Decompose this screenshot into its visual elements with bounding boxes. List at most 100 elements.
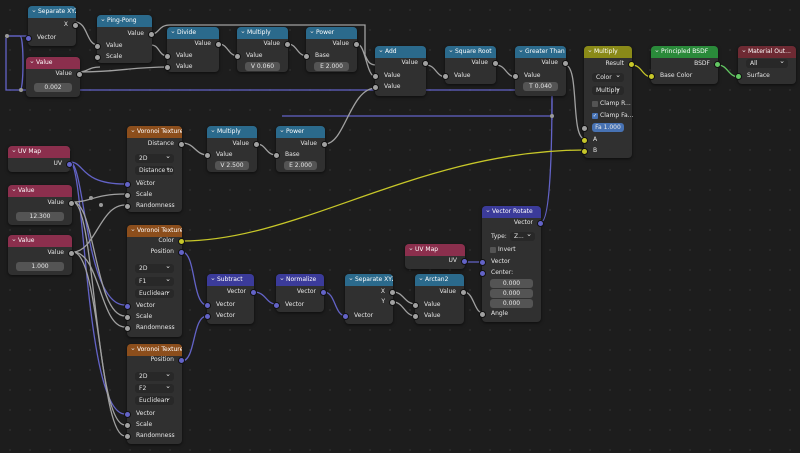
output-socket[interactable] [148, 31, 155, 38]
node-divide[interactable]: Divide Value Value Value [164, 27, 222, 72]
node-add[interactable]: Add Value Value Value [372, 46, 429, 96]
input-socket[interactable] [303, 53, 310, 60]
node-value[interactable]: Value Value 1.000 [8, 235, 75, 275]
output-socket[interactable] [76, 71, 83, 78]
center-z-field[interactable]: 0.000 [490, 299, 533, 308]
input-socket[interactable] [479, 259, 486, 266]
node-arctan2[interactable]: Arctan2 Value Value Value [412, 274, 467, 324]
input-socket[interactable] [124, 303, 131, 310]
factor-field[interactable]: Fa 1.000 [592, 123, 624, 132]
output-socket[interactable] [714, 61, 721, 68]
value-field[interactable]: E 2.000 [314, 62, 349, 71]
target-dropdown[interactable]: All [746, 57, 788, 68]
input-socket[interactable] [124, 422, 131, 429]
node-voronoi-texture[interactable]: Voronoi Texture Color Position 2D F1 Euc… [124, 225, 185, 337]
input-socket[interactable] [372, 73, 379, 80]
feature-dropdown[interactable]: F1 [135, 275, 174, 286]
input-socket[interactable] [442, 73, 449, 80]
reroute-dot[interactable] [550, 114, 554, 118]
value-field[interactable]: V 2.500 [215, 161, 249, 170]
node-normalize[interactable]: Normalize Vector Vector [273, 274, 327, 312]
input-socket[interactable] [124, 325, 131, 332]
input-socket[interactable] [124, 314, 131, 321]
reroute-dot[interactable] [89, 196, 93, 200]
node-power[interactable]: Power Value Base E 2.000 [273, 126, 328, 172]
node-power[interactable]: Power Value Base E 2.000 [303, 27, 360, 72]
dimensions-dropdown[interactable]: 2D [135, 262, 174, 273]
output-socket[interactable] [250, 289, 257, 296]
checkbox-icon[interactable] [490, 246, 496, 253]
checkmark-icon[interactable]: ✓ [592, 112, 598, 119]
node-value[interactable]: Value Value 0.002 [26, 57, 83, 97]
output-socket[interactable] [628, 61, 635, 68]
output-socket[interactable] [178, 357, 185, 364]
output-socket[interactable] [492, 60, 499, 67]
node-separate-xyz[interactable]: Separate XYZ X Vector [25, 6, 79, 46]
output-socket[interactable] [72, 22, 79, 29]
output-socket[interactable] [178, 249, 185, 256]
distance-dropdown[interactable]: Euclidean [135, 394, 174, 405]
node-principled-bsdf[interactable]: Principled BSDF BSDF Base Color [648, 46, 721, 84]
input-socket[interactable] [164, 64, 171, 71]
type-dropdown[interactable]: Z... [510, 230, 535, 241]
input-socket[interactable] [124, 433, 131, 440]
data-type-dropdown[interactable]: Color [592, 71, 624, 82]
output-socket[interactable] [178, 141, 185, 148]
output-socket[interactable] [215, 41, 222, 48]
node-multiply[interactable]: Multiply Value Value V 0.060 [234, 27, 291, 72]
dimensions-dropdown[interactable]: 2D [135, 152, 174, 163]
output-socket[interactable] [253, 141, 260, 148]
input-socket[interactable] [94, 54, 101, 61]
node-subtract[interactable]: Subtract Vector Vector Vector [204, 274, 257, 324]
dimensions-dropdown[interactable]: 2D [135, 370, 174, 381]
input-socket[interactable] [479, 311, 486, 318]
output-socket[interactable] [422, 60, 429, 67]
output-socket[interactable] [284, 41, 291, 48]
input-socket[interactable] [204, 152, 211, 159]
checkbox-icon[interactable] [592, 100, 598, 107]
output-socket[interactable] [66, 161, 73, 168]
input-socket[interactable] [204, 302, 211, 309]
input-socket[interactable] [94, 43, 101, 50]
input-socket[interactable] [273, 302, 280, 309]
reroute-dot[interactable] [99, 203, 103, 207]
node-separate-xyz[interactable]: Separate XYZ X Y Vector [342, 274, 396, 324]
reroute-dot[interactable] [19, 88, 23, 92]
value-field[interactable]: 0.002 [34, 83, 72, 92]
input-socket[interactable] [412, 313, 419, 320]
input-socket[interactable] [581, 125, 588, 132]
node-greater-than[interactable]: Greater Than Value Value T 0.040 [512, 46, 569, 96]
input-socket[interactable] [234, 53, 241, 60]
node-ping-pong[interactable]: Ping-Pong Value Value Scale [94, 15, 155, 63]
input-socket[interactable] [124, 192, 131, 199]
input-socket[interactable] [204, 313, 211, 320]
output-socket[interactable] [461, 258, 468, 265]
input-socket[interactable] [164, 53, 171, 60]
output-socket[interactable] [537, 220, 544, 227]
node-voronoi-texture[interactable]: Voronoi Texture Position 2D F2 Euclidean… [124, 344, 185, 444]
input-socket[interactable] [412, 302, 419, 309]
node-vector-rotate[interactable]: Vector Rotate Vector Type: Z... Invert V… [479, 206, 544, 322]
node-uv-map[interactable]: UV Map UV [8, 146, 73, 172]
input-socket[interactable] [273, 152, 280, 159]
clamp-result-checkbox[interactable]: Clamp R... [592, 99, 631, 108]
node-square-root[interactable]: Square Root Value Value [442, 46, 499, 84]
node-mix-multiply[interactable]: Multiply Result Color Multiply Clamp R..… [581, 46, 635, 158]
node-value[interactable]: Value Value 12.300 [8, 185, 75, 225]
value-field[interactable]: E 2.000 [284, 161, 317, 170]
output-socket[interactable] [68, 200, 75, 207]
output-socket[interactable] [68, 250, 75, 257]
value-field[interactable]: 12.300 [16, 212, 64, 221]
node-uv-map[interactable]: UV Map UV [405, 244, 468, 269]
value-field[interactable]: T 0.040 [523, 82, 558, 91]
input-socket[interactable] [342, 313, 349, 320]
input-socket[interactable] [25, 35, 32, 42]
output-socket[interactable] [321, 141, 328, 148]
input-socket[interactable] [124, 203, 131, 210]
input-socket[interactable] [124, 181, 131, 188]
input-socket[interactable] [372, 84, 379, 91]
blend-mode-dropdown[interactable]: Multiply [592, 84, 624, 95]
node-voronoi-texture[interactable]: Voronoi Texture Distance 2D Distance to … [124, 126, 185, 212]
clamp-factor-checkbox[interactable]: ✓Clamp Fa... [592, 111, 633, 120]
invert-checkbox[interactable]: Invert [490, 245, 516, 254]
